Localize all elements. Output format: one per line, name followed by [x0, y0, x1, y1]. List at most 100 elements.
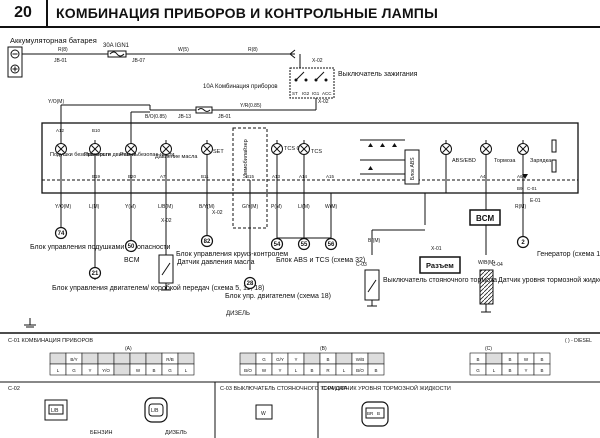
- badge-number: 21: [92, 271, 99, 277]
- lamp-label: TCS OFF: [284, 146, 308, 152]
- petrol-label: БЕНЗИН: [90, 430, 113, 436]
- wire-label: Y/O(M): [55, 204, 71, 210]
- pin-label: G: [476, 368, 480, 373]
- razem-connector-box: [419, 256, 461, 274]
- abs-tcs-label: Блок ABS и TCS (схема 32): [276, 257, 365, 264]
- engine-unit-label: Блок упр. двигателем (схема 18): [225, 293, 331, 300]
- page-number: 20: [0, 0, 48, 26]
- pin-label: IG2: [302, 91, 310, 96]
- pin-label: B: [377, 411, 380, 416]
- wire-label: R(8): [58, 47, 68, 53]
- wire-label: L/B(M): [158, 204, 173, 210]
- badge-number: 2: [521, 240, 525, 246]
- wire-label: B/(M): [368, 238, 381, 244]
- battery-icon: [7, 46, 23, 78]
- pin-label: W: [262, 368, 267, 373]
- brake-fluid-label: Датчик уровня тормозной жидкости: [498, 276, 600, 284]
- pin-label: W: [261, 411, 266, 417]
- pin-label: L: [57, 368, 60, 373]
- pin-label: W: [136, 368, 141, 373]
- parking-brake-switch-icon: [364, 269, 380, 307]
- wire-label: B/O(0.85): [145, 114, 167, 120]
- connector-label: X-01: [431, 246, 442, 252]
- pin-label: Y: [278, 368, 281, 373]
- indicator-lamp-icon: [89, 140, 101, 193]
- connector-label: C-03: [356, 262, 367, 268]
- indicator-lamp-icon: [298, 140, 310, 193]
- c02-diesel-connector: [144, 397, 168, 423]
- pin-label: B: [508, 357, 511, 362]
- block-label: (C): [485, 346, 492, 352]
- wire-label: R(M): [515, 204, 526, 210]
- diesel-label: ДИЗЕЛЬ: [165, 430, 187, 436]
- connector-label: X-02: [318, 99, 329, 105]
- pin-label: W/B: [356, 357, 365, 362]
- lamp-label: SET: [213, 149, 224, 155]
- badge-number: 28: [247, 281, 254, 287]
- wire-label: B/Y(M): [199, 204, 215, 210]
- pin-label: G: [72, 368, 76, 373]
- fuse-30a: [107, 50, 127, 58]
- badge-number: 55: [301, 242, 308, 248]
- indicator-lamp-icon: [271, 140, 283, 193]
- airbag-label: Блок управления подушками безопасности: [30, 243, 171, 251]
- abs-block: [404, 149, 420, 185]
- diesel-note: ( ) - DIESEL: [565, 338, 592, 344]
- wire-label: L(M): [89, 204, 100, 210]
- pin-label: B9: [517, 186, 523, 191]
- connector-label: X-02: [161, 218, 172, 224]
- pin-label: B/O: [356, 368, 364, 373]
- pin-label: B/O: [244, 368, 252, 373]
- fuse-cluster-label: 10A Комбинация приборов: [203, 84, 278, 90]
- pin-label: B20: [128, 174, 137, 179]
- brake-fluid-sensor-icon: [479, 269, 494, 313]
- c01-panel-label: C-01 КОМБИНАЦИЯ ПРИБОРОВ: [8, 338, 93, 344]
- engine-label: Блок управления двигателем/ коробкой пер…: [52, 284, 264, 292]
- reference-badge: 28: [243, 276, 257, 290]
- indicator-lamp-icon: [440, 140, 452, 193]
- pin-label: L/B: [51, 408, 59, 414]
- pin-label: R/B: [166, 357, 174, 362]
- reference-badge: 56: [324, 237, 338, 251]
- badge-number: 50: [128, 244, 135, 250]
- indicator-lamp-icon: [125, 140, 137, 193]
- pin-label: L: [295, 368, 298, 373]
- pin-label: B: [540, 357, 543, 362]
- pin-label: ACC: [322, 91, 332, 96]
- pin-label: ST: [292, 91, 298, 96]
- pin-label: L/B: [151, 408, 159, 414]
- lamp-label: Подушки безопас-ности: [50, 152, 111, 158]
- pin-label: B11: [201, 174, 209, 179]
- pin-label: W: [524, 357, 529, 362]
- c04-panel-label: C-04 ДАТЧИК УРОВНЯ ТОРМОЗНОЙ ЖИДКОСТИ: [322, 384, 451, 392]
- pin-label: L: [343, 368, 346, 373]
- badge-number: 56: [328, 242, 335, 248]
- c03-panel-label: C-03 ВЫКЛЮЧАТЕЛЬ СТОЯНОЧНОГО ТОРМОЗА: [220, 386, 348, 392]
- connector-label: C-04: [492, 262, 503, 268]
- fuse-ign-label: 30A IGN1: [103, 43, 130, 49]
- pin-label: B: [310, 368, 313, 373]
- wire-label: Y/O(M): [48, 99, 64, 105]
- pin-label: A7: [160, 174, 166, 179]
- resistor-icon: [522, 139, 557, 179]
- c02-panel-label: C-02: [8, 386, 20, 392]
- wiring-diagram: Аккумуляторная батарея R(8) JB-01 30A IG…: [0, 36, 600, 438]
- ignition-switch-label: Выключатель зажигания: [338, 71, 418, 78]
- pin-label: A6: [517, 174, 523, 179]
- battery-label: Аккумуляторная батарея: [10, 36, 97, 45]
- reference-badge: 74: [54, 226, 68, 240]
- connector-label: X-02: [312, 58, 323, 64]
- pin-label: B: [476, 357, 479, 362]
- ground-icon: [24, 318, 36, 328]
- reference-badge: 21: [88, 266, 102, 280]
- pin-label: A12: [56, 128, 65, 133]
- pin-label: IG1: [312, 91, 320, 96]
- pin-label: R: [326, 368, 330, 373]
- wire-label: W/B(M): [478, 260, 495, 266]
- generator-label: Генератор (схема 1): [537, 251, 600, 258]
- cruise-label: Блок управления круиз-контролем: [176, 251, 288, 258]
- wire-label: P(M): [271, 204, 282, 210]
- indicator-lamp-icon: [201, 140, 213, 193]
